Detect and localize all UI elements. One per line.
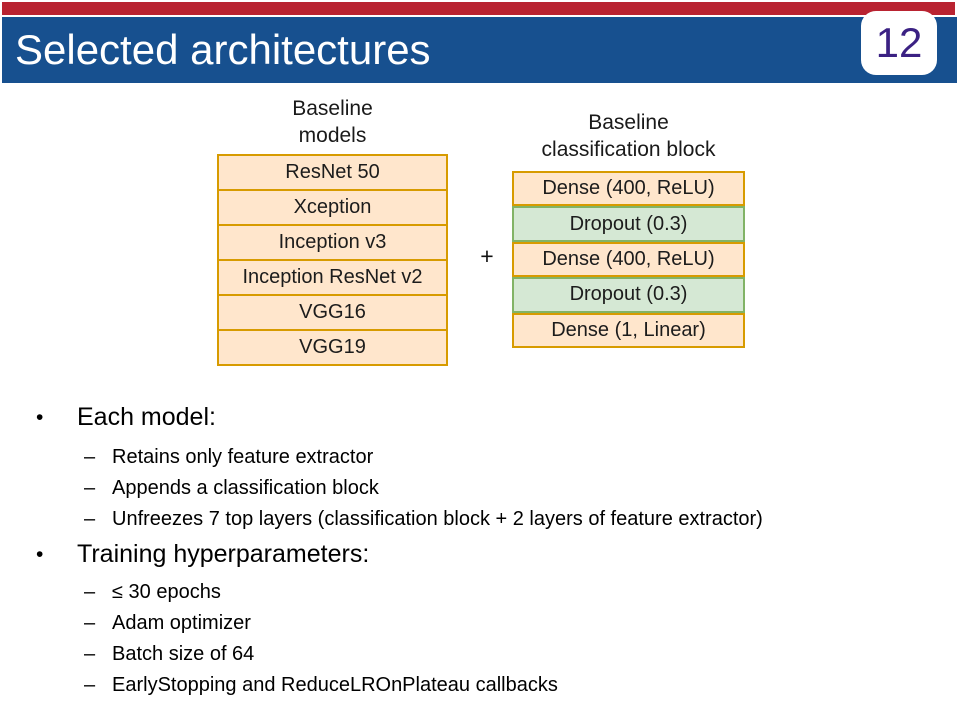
sub-bullet-text: Unfreezes 7 top layers (classification b… bbox=[112, 508, 763, 530]
bullet-list: • Each model: – Retains only feature ext… bbox=[30, 402, 942, 701]
model-box: ResNet 50 bbox=[217, 154, 448, 191]
dash-marker: – bbox=[84, 477, 96, 499]
model-box: VGG19 bbox=[217, 329, 448, 366]
sub-bullet-item: – ≤ 30 epochs bbox=[30, 577, 942, 608]
dense-layer-box: Dense (400, ReLU) bbox=[512, 171, 745, 207]
header-red-bar bbox=[2, 2, 955, 15]
sub-bullet-text: Batch size of 64 bbox=[112, 643, 255, 665]
sub-bullet-item: – Unfreezes 7 top layers (classification… bbox=[30, 504, 942, 535]
header-title-bar: Selected architectures bbox=[2, 17, 957, 83]
bullet-item-training-hyperparameters: • Training hyperparameters: bbox=[30, 539, 942, 571]
plus-sign: + bbox=[480, 243, 494, 269]
dense-layer-box: Dense (400, ReLU) bbox=[512, 241, 745, 278]
page-number-badge: 12 bbox=[861, 11, 937, 75]
sub-bullet-item: – Appends a classification block bbox=[30, 473, 942, 504]
sub-bullet-text: ≤ 30 epochs bbox=[112, 581, 221, 603]
dash-marker: – bbox=[84, 508, 96, 530]
baseline-models-stack: ResNet 50 Xception Inception v3 Inceptio… bbox=[217, 154, 448, 366]
dropout-layer-box: Dropout (0.3) bbox=[512, 277, 745, 313]
models-stack-label: Baseline models bbox=[217, 95, 448, 149]
sub-bullet-item: – Retains only feature extractor bbox=[30, 442, 942, 473]
slide-title: Selected architectures bbox=[15, 26, 431, 73]
dash-marker: – bbox=[84, 581, 96, 603]
label-line: classification block bbox=[541, 138, 716, 161]
dash-marker: – bbox=[84, 612, 96, 634]
sub-bullet-item: – Adam optimizer bbox=[30, 608, 942, 639]
dash-marker: – bbox=[84, 674, 96, 696]
sub-bullet-text: Appends a classification block bbox=[112, 477, 379, 499]
dash-marker: – bbox=[84, 446, 96, 468]
sub-bullet-text: EarlyStopping and ReduceLROnPlateau call… bbox=[112, 674, 558, 696]
bullet-item-each-model: • Each model: bbox=[30, 402, 942, 434]
page-number: 12 bbox=[875, 19, 923, 66]
sub-bullet-item: – EarlyStopping and ReduceLROnPlateau ca… bbox=[30, 670, 942, 701]
model-box: Inception v3 bbox=[217, 224, 448, 261]
bullet-marker: • bbox=[36, 406, 44, 429]
bullet-label: Each model: bbox=[77, 403, 216, 431]
model-box: Xception bbox=[217, 189, 448, 226]
sub-bullet-item: – Batch size of 64 bbox=[30, 639, 942, 670]
classification-stack-label: Baseline classification block bbox=[492, 109, 765, 163]
label-line: Baseline bbox=[588, 111, 669, 134]
dash-marker: – bbox=[84, 643, 96, 665]
label-line: Baseline bbox=[292, 97, 373, 120]
model-box: Inception ResNet v2 bbox=[217, 259, 448, 296]
bullet-label: Training hyperparameters: bbox=[77, 540, 370, 568]
label-line: models bbox=[298, 124, 367, 147]
model-box: VGG16 bbox=[217, 294, 448, 331]
dropout-layer-box: Dropout (0.3) bbox=[512, 206, 745, 242]
dense-layer-box: Dense (1, Linear) bbox=[512, 312, 745, 348]
sub-bullet-text: Adam optimizer bbox=[112, 612, 251, 634]
sub-bullet-text: Retains only feature extractor bbox=[112, 446, 374, 468]
classification-block-stack: Dense (400, ReLU) Dropout (0.3) Dense (4… bbox=[512, 171, 745, 348]
bullet-marker: • bbox=[36, 543, 44, 566]
